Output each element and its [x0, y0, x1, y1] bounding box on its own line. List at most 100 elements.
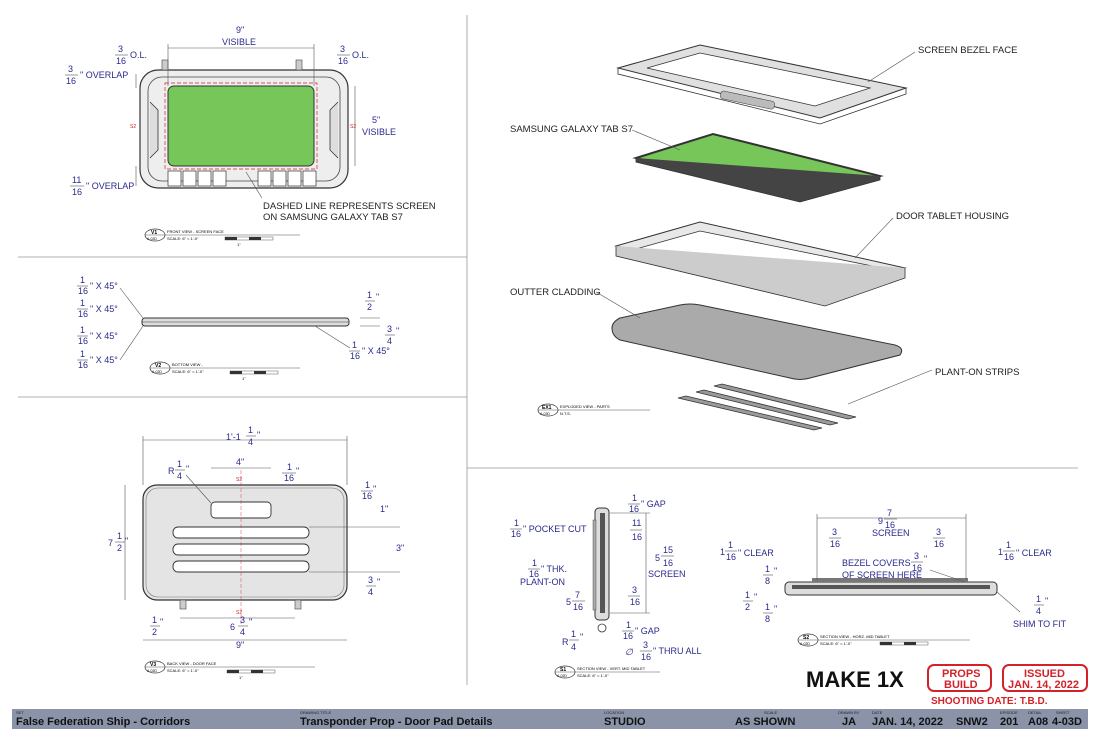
tb-scale: AS SHOWN [735, 716, 796, 728]
svg-text:": " [257, 430, 260, 440]
svg-text:16: 16 [934, 539, 944, 549]
front-dim-visible-w-sub: VISIBLE [222, 37, 256, 47]
front-note-line2: ON SAMSUNG GALAXY TAB S7 [263, 212, 403, 223]
svg-text:3: 3 [632, 585, 637, 595]
svg-text:1: 1 [352, 340, 357, 350]
horiz-shim: SHIM TO FIT [1013, 619, 1067, 629]
svg-text:16: 16 [116, 56, 126, 66]
svg-text:SCALE: SCALE [764, 710, 777, 715]
svg-text:N.T.S.: N.T.S. [560, 411, 571, 416]
svg-text:1: 1 [367, 290, 372, 300]
svg-text:SCALE: 6" = 1'-0": SCALE: 6" = 1'-0" [167, 668, 199, 673]
svg-text:16: 16 [912, 563, 922, 573]
svg-text:1: 1 [720, 547, 725, 557]
svg-text:16: 16 [830, 539, 840, 549]
svg-text:4: 4 [368, 587, 373, 597]
svg-text:1: 1 [80, 325, 85, 335]
svg-text:1: 1 [80, 275, 85, 285]
svg-text:7: 7 [575, 590, 580, 600]
exploded-label-cladding: OUTTER CLADDING [510, 287, 601, 298]
svg-text:": " [376, 292, 379, 302]
back-dim-slot-w: 4" [236, 457, 244, 467]
svg-text:16: 16 [663, 558, 673, 568]
svg-text:1: 1 [1006, 540, 1011, 550]
svg-text:": " [774, 604, 777, 614]
back-dim-slot-r: 16 [284, 473, 294, 483]
horiz-clear-right: " CLEAR [1016, 548, 1052, 558]
svg-text:1: 1 [248, 425, 253, 435]
vert-gap-top: " GAP [641, 499, 666, 509]
svg-text:16: 16 [362, 491, 372, 501]
back-dim-three: 3" [396, 543, 404, 553]
svg-text:": " [924, 554, 927, 564]
svg-text:1": 1" [239, 675, 243, 680]
svg-text:11: 11 [632, 518, 641, 528]
vert-planton: PLANT-ON [520, 577, 565, 587]
bottom-dims-chamfer: 116 " X 45° 116 " X 45° 116 " X 45° 116 … [77, 275, 390, 370]
svg-text:SCALE: 6" = 1'-0": SCALE: 6" = 1'-0" [172, 369, 204, 374]
svg-text:A-02D: A-02D [540, 412, 550, 416]
svg-text:": " [580, 632, 583, 642]
exploded-label-bezel: SCREEN BEZEL FACE [918, 45, 1017, 56]
vert-screen: SCREEN [648, 569, 686, 579]
vert-tag-id: S1 [560, 667, 566, 673]
svg-text:1: 1 [152, 615, 157, 625]
svg-text:SCALE: 6" = 1'-0": SCALE: 6" = 1'-0" [820, 641, 852, 646]
svg-text:EPISODE: EPISODE [1000, 710, 1018, 715]
svg-text:S2: S2 [350, 124, 356, 130]
svg-text:1: 1 [177, 459, 182, 469]
svg-text:1: 1 [365, 480, 370, 490]
svg-text:1: 1 [632, 493, 637, 503]
svg-text:": " [373, 484, 376, 494]
back-dim-one: 1" [380, 504, 388, 514]
svg-text:15: 15 [663, 545, 673, 555]
svg-text:JAN. 14, 2022: JAN. 14, 2022 [1008, 679, 1079, 691]
tb-episode: 201 [1000, 716, 1018, 728]
svg-text:": " [1045, 596, 1048, 606]
svg-text:1: 1 [765, 564, 770, 574]
svg-text:A-02D: A-02D [557, 674, 567, 678]
horiz-bezel-line1: BEZEL COVERS [842, 558, 911, 568]
svg-text:16: 16 [641, 652, 651, 662]
svg-text:3: 3 [368, 575, 373, 585]
svg-text:3: 3 [832, 527, 837, 537]
tb-sheet: 4-03D [1052, 716, 1082, 728]
svg-text:16: 16 [630, 597, 640, 607]
exploded-label-strips: PLANT-ON STRIPS [935, 367, 1019, 378]
tb-drawing-title: Transponder Prop - Door Pad Details [300, 716, 493, 728]
shooting-date: SHOOTING DATE: T.B.D. [931, 696, 1048, 707]
svg-text:16: 16 [72, 187, 82, 197]
front-screen [167, 85, 315, 167]
svg-text:16: 16 [1004, 552, 1014, 562]
svg-text:1: 1 [571, 629, 576, 639]
front-dim-overlap-bottom: " OVERLAP [86, 181, 134, 191]
svg-text:A-02D: A-02D [147, 669, 157, 673]
back-dim-overall: 1'-1 [226, 432, 241, 442]
svg-text:DRAWING TITLE: DRAWING TITLE [300, 710, 331, 715]
svg-text:5: 5 [566, 597, 571, 607]
tb-date: JAN. 14, 2022 [872, 716, 943, 728]
svg-text:SCALE: 6" = 1'-0": SCALE: 6" = 1'-0" [577, 673, 609, 678]
bottom-tag-id: V2 [155, 363, 161, 369]
svg-text:": " [186, 464, 189, 474]
vert-gap-bot: " GAP [635, 626, 660, 636]
svg-text:1: 1 [287, 462, 292, 472]
svg-text:DATE: DATE [872, 710, 883, 715]
svg-text:4: 4 [177, 471, 182, 481]
svg-text:A-02D: A-02D [800, 642, 810, 646]
svg-text:1": 1" [242, 376, 246, 381]
svg-text:∅: ∅ [625, 647, 634, 657]
make-quantity: MAKE 1X [806, 667, 904, 692]
svg-text:1: 1 [117, 531, 122, 541]
svg-text:": " [754, 592, 757, 602]
svg-text:4: 4 [1036, 606, 1041, 616]
bottom-dim-three-quarter: 4 [387, 336, 392, 346]
back-dim-radius: R [168, 466, 175, 476]
svg-text:16: 16 [78, 286, 88, 296]
tb-detail: A08 [1028, 716, 1048, 728]
svg-text:": " [160, 617, 163, 627]
svg-text:16: 16 [78, 309, 88, 319]
back-dim-sub-6: 6 [230, 622, 235, 632]
